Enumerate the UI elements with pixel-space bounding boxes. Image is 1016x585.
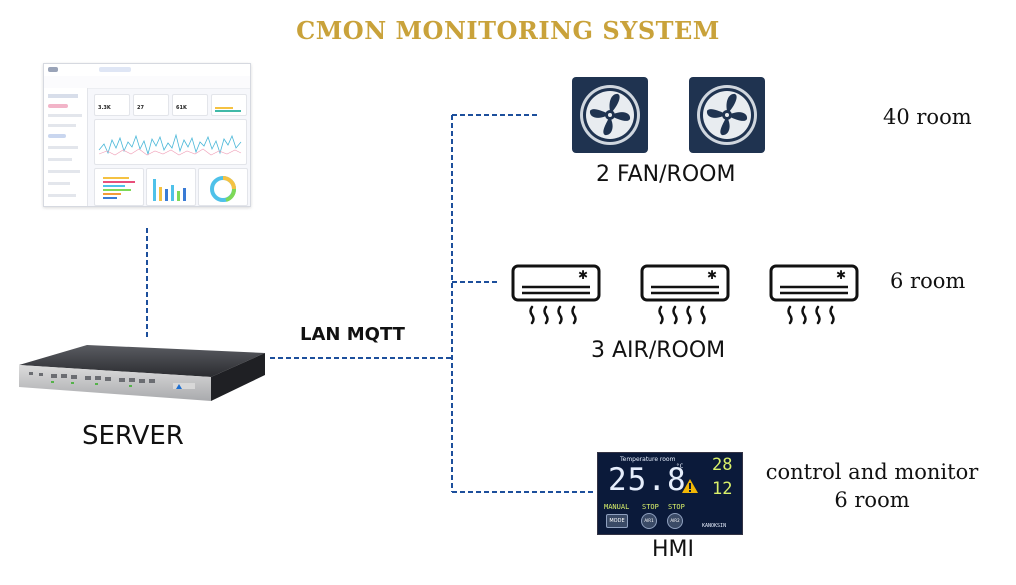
hmi-room-line-2: 6 room xyxy=(834,488,910,512)
dashboard-screenshot: 3.3K 27 61K xyxy=(43,63,251,207)
hmi-mode-status: MANUAL xyxy=(604,503,630,511)
hmi-heading: Temperature room xyxy=(620,456,676,463)
kpi-value: 61K xyxy=(176,105,187,111)
air-conditioner-icon: ✱ xyxy=(640,264,730,325)
air-conditioner-icon: ✱ xyxy=(769,264,859,325)
air-room-count: 6 room xyxy=(890,269,966,293)
hmi-room-line-1: control and monitor xyxy=(765,460,979,484)
hmi-temperature-unit: °C xyxy=(676,463,684,470)
fan-icon xyxy=(572,77,648,153)
fan-caption: 2 FAN/ROOM xyxy=(596,162,736,187)
dashboard-sidebar xyxy=(44,88,88,206)
kpi-card xyxy=(211,94,247,116)
dashboard-line-chart xyxy=(98,133,242,156)
fan-room-count: 40 room xyxy=(883,105,972,129)
diagram-title: CMON MONITORING SYSTEM xyxy=(296,16,720,45)
svg-text:✱: ✱ xyxy=(578,268,588,282)
hmi-brand: KANOKSIN xyxy=(702,523,727,529)
donut-chart-card xyxy=(198,168,248,206)
svg-text:✱: ✱ xyxy=(836,268,846,282)
svg-text:✱: ✱ xyxy=(707,268,717,282)
hmi-air1-status: STOP xyxy=(642,503,659,511)
kpi-card xyxy=(172,94,208,116)
hmi-air1-button[interactable]: AIR1 xyxy=(641,513,657,529)
dashboard-donut-chart xyxy=(210,176,236,202)
server-device xyxy=(19,345,265,401)
column-chart-card xyxy=(146,168,196,206)
warning-icon xyxy=(682,479,698,493)
hmi-caption: HMI xyxy=(652,537,695,562)
fan-icon xyxy=(689,77,765,153)
hmi-air2-status: STOP xyxy=(668,503,685,511)
kpi-value: 27 xyxy=(137,105,144,111)
network-label: LAN MQTT xyxy=(300,324,405,345)
hmi-mode-button[interactable]: MODE xyxy=(606,514,628,528)
hmi-panel: Temperature room 25.8 °C 28 12 MANUAL ST… xyxy=(597,452,743,535)
hmi-air2-button[interactable]: AIR2 xyxy=(667,513,683,529)
kpi-card xyxy=(94,94,130,116)
air-caption: 3 AIR/ROOM xyxy=(591,338,726,363)
air-conditioner-icon: ✱ xyxy=(511,264,601,325)
kpi-card xyxy=(133,94,169,116)
kpi-value: 3.3K xyxy=(98,105,111,111)
server-label: SERVER xyxy=(82,421,184,451)
line-chart-card xyxy=(94,119,247,165)
bar-chart-card xyxy=(94,168,144,206)
hmi-side-value-1: 28 xyxy=(712,455,733,475)
hmi-temperature: 25.8 xyxy=(608,462,687,498)
hmi-side-value-2: 12 xyxy=(712,479,733,499)
